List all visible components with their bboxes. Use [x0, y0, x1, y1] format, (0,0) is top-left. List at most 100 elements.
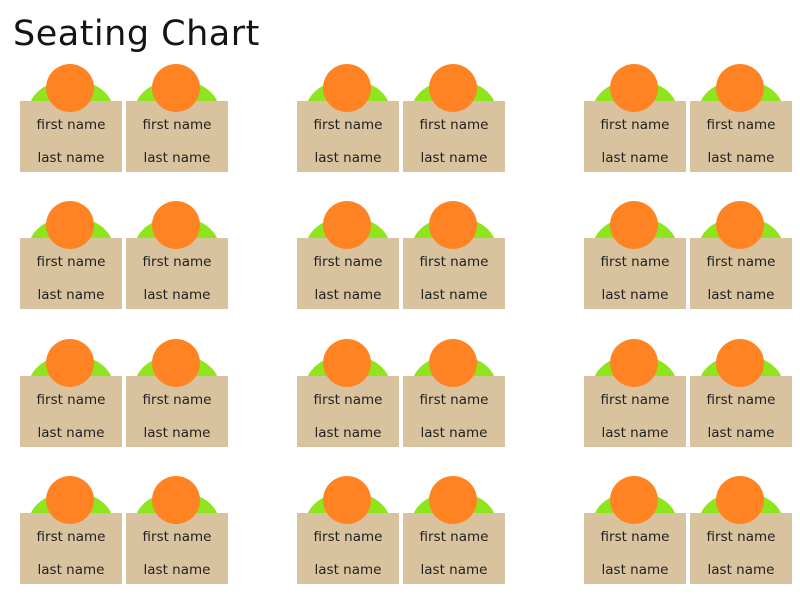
first-name-label[interactable]: first name — [419, 117, 489, 133]
student-head-icon — [716, 476, 764, 524]
desk: first name last name — [403, 376, 505, 447]
seat[interactable]: first name last name — [20, 201, 122, 323]
last-name-label[interactable]: last name — [420, 287, 488, 303]
student-head-icon — [46, 476, 94, 524]
seat[interactable]: first name last name — [403, 476, 505, 598]
first-name-label[interactable]: first name — [600, 529, 670, 545]
seat[interactable]: first name last name — [297, 201, 399, 323]
first-name-label[interactable]: first name — [706, 529, 776, 545]
first-name-label[interactable]: first name — [36, 529, 106, 545]
student-head-icon — [429, 476, 477, 524]
student-head-icon — [716, 64, 764, 112]
first-name-label[interactable]: first name — [706, 392, 776, 408]
seat[interactable]: first name last name — [403, 339, 505, 461]
seat[interactable]: first name last name — [584, 64, 686, 186]
seat[interactable]: first name last name — [20, 64, 122, 186]
last-name-label[interactable]: last name — [707, 150, 775, 166]
page-title: Seating Chart — [13, 14, 260, 54]
desk: first name last name — [297, 376, 399, 447]
seat[interactable]: first name last name — [690, 64, 792, 186]
desk: first name last name — [126, 376, 228, 447]
first-name-label[interactable]: first name — [419, 392, 489, 408]
seat[interactable]: first name last name — [20, 339, 122, 461]
first-name-label[interactable]: first name — [706, 254, 776, 270]
student-head-icon — [610, 339, 658, 387]
desk: first name last name — [403, 238, 505, 309]
first-name-label[interactable]: first name — [142, 392, 212, 408]
last-name-label[interactable]: last name — [143, 425, 211, 441]
desk: first name last name — [690, 101, 792, 172]
student-head-icon — [429, 201, 477, 249]
first-name-label[interactable]: first name — [142, 529, 212, 545]
first-name-label[interactable]: first name — [36, 392, 106, 408]
seat[interactable]: first name last name — [690, 476, 792, 598]
desk: first name last name — [20, 513, 122, 584]
last-name-label[interactable]: last name — [420, 425, 488, 441]
seat[interactable]: first name last name — [297, 339, 399, 461]
desk: first name last name — [20, 376, 122, 447]
last-name-label[interactable]: last name — [707, 425, 775, 441]
first-name-label[interactable]: first name — [142, 254, 212, 270]
last-name-label[interactable]: last name — [707, 562, 775, 578]
first-name-label[interactable]: first name — [600, 254, 670, 270]
student-head-icon — [46, 64, 94, 112]
seat[interactable]: first name last name — [126, 201, 228, 323]
desk: first name last name — [584, 513, 686, 584]
student-head-icon — [323, 64, 371, 112]
last-name-label[interactable]: last name — [314, 562, 382, 578]
first-name-label[interactable]: first name — [36, 117, 106, 133]
last-name-label[interactable]: last name — [601, 562, 669, 578]
first-name-label[interactable]: first name — [419, 529, 489, 545]
desk: first name last name — [126, 101, 228, 172]
student-head-icon — [610, 201, 658, 249]
seat[interactable]: first name last name — [20, 476, 122, 598]
student-head-icon — [323, 201, 371, 249]
student-head-icon — [716, 339, 764, 387]
seat[interactable]: first name last name — [690, 201, 792, 323]
last-name-label[interactable]: last name — [37, 150, 105, 166]
seat[interactable]: first name last name — [126, 339, 228, 461]
last-name-label[interactable]: last name — [420, 150, 488, 166]
desk: first name last name — [690, 513, 792, 584]
last-name-label[interactable]: last name — [143, 150, 211, 166]
first-name-label[interactable]: first name — [313, 529, 383, 545]
seat[interactable]: first name last name — [297, 64, 399, 186]
last-name-label[interactable]: last name — [601, 150, 669, 166]
first-name-label[interactable]: first name — [313, 392, 383, 408]
student-head-icon — [152, 64, 200, 112]
last-name-label[interactable]: last name — [143, 287, 211, 303]
first-name-label[interactable]: first name — [600, 392, 670, 408]
last-name-label[interactable]: last name — [601, 287, 669, 303]
last-name-label[interactable]: last name — [37, 425, 105, 441]
last-name-label[interactable]: last name — [314, 425, 382, 441]
seat[interactable]: first name last name — [403, 201, 505, 323]
last-name-label[interactable]: last name — [37, 287, 105, 303]
first-name-label[interactable]: first name — [600, 117, 670, 133]
last-name-label[interactable]: last name — [707, 287, 775, 303]
last-name-label[interactable]: last name — [601, 425, 669, 441]
seat[interactable]: first name last name — [126, 476, 228, 598]
last-name-label[interactable]: last name — [314, 287, 382, 303]
seat[interactable]: first name last name — [584, 201, 686, 323]
seat[interactable]: first name last name — [584, 339, 686, 461]
seat[interactable]: first name last name — [126, 64, 228, 186]
last-name-label[interactable]: last name — [37, 562, 105, 578]
first-name-label[interactable]: first name — [313, 117, 383, 133]
seat[interactable]: first name last name — [690, 339, 792, 461]
seat[interactable]: first name last name — [584, 476, 686, 598]
student-head-icon — [152, 339, 200, 387]
seat[interactable]: first name last name — [403, 64, 505, 186]
desk: first name last name — [126, 238, 228, 309]
student-head-icon — [610, 476, 658, 524]
student-head-icon — [323, 339, 371, 387]
first-name-label[interactable]: first name — [142, 117, 212, 133]
first-name-label[interactable]: first name — [313, 254, 383, 270]
last-name-label[interactable]: last name — [143, 562, 211, 578]
seat[interactable]: first name last name — [297, 476, 399, 598]
first-name-label[interactable]: first name — [706, 117, 776, 133]
last-name-label[interactable]: last name — [314, 150, 382, 166]
first-name-label[interactable]: first name — [36, 254, 106, 270]
last-name-label[interactable]: last name — [420, 562, 488, 578]
first-name-label[interactable]: first name — [419, 254, 489, 270]
student-head-icon — [716, 201, 764, 249]
